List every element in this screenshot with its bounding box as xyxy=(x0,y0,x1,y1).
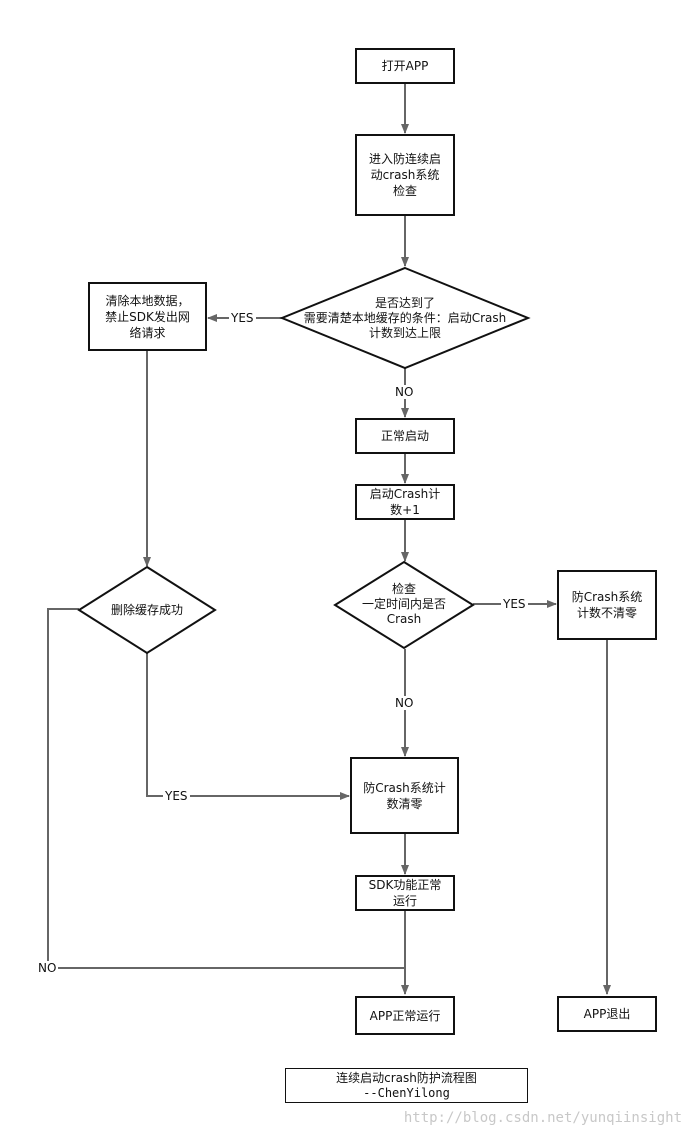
caption-title: 连续启动crash防护流程图 xyxy=(336,1071,477,1085)
node-count-plus: 启动Crash计 数+1 xyxy=(355,484,455,520)
node-sdk-run: SDK功能正常 运行 xyxy=(355,875,455,911)
node-normal-start: 正常启动 xyxy=(355,418,455,454)
diagram-caption: 连续启动crash防护流程图 --ChenYilong xyxy=(285,1068,528,1103)
arrow-cache-to-reset xyxy=(146,652,350,800)
label-decision-crash: 检查 一定时间内是否 Crash xyxy=(361,581,446,626)
decision-crash-shape xyxy=(333,560,475,650)
node-enter-check: 进入防连续启 动crash系统 检查 xyxy=(355,134,455,216)
decision-cache-shape xyxy=(77,565,217,655)
label-decision-limit: 是否达到了 需要清楚本地缓存的条件：启动Crash 计数到达上限 xyxy=(303,295,507,340)
edge-label-no-normal: NO xyxy=(393,385,416,399)
caption-author: --ChenYilong xyxy=(363,1086,450,1100)
node-reset-count: 防Crash系统计 数清零 xyxy=(350,757,459,834)
arrow-cache-no xyxy=(47,608,405,969)
node-app-exit: APP退出 xyxy=(557,996,657,1032)
node-open-app: 打开APP xyxy=(355,48,455,84)
node-app-run: APP正常运行 xyxy=(355,996,455,1035)
node-clear-local: 清除本地数据， 禁止SDK发出网 络请求 xyxy=(88,282,207,351)
edge-label-yes-cache: YES xyxy=(163,789,190,803)
node-keep-count: 防Crash系统 计数不清零 xyxy=(557,570,657,640)
edge-label-yes-keep: YES xyxy=(501,597,528,611)
decision-limit-shape xyxy=(279,266,531,370)
edge-label-no-reset: NO xyxy=(393,696,416,710)
edge-label-no-cache: NO xyxy=(36,961,59,975)
edge-label-yes-clear: YES xyxy=(229,311,256,325)
watermark: http://blog.csdn.net/yunqiinsight xyxy=(403,1110,682,1126)
label-decision-cache: 删除缓存成功 xyxy=(110,602,183,617)
